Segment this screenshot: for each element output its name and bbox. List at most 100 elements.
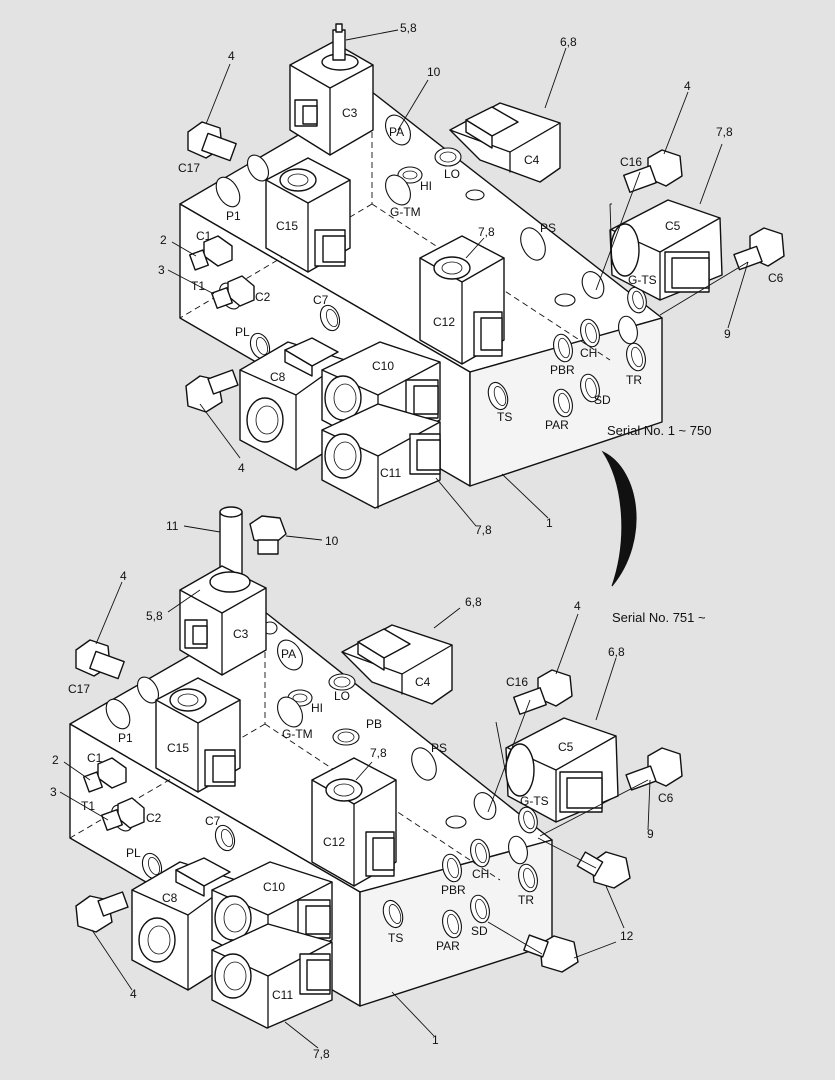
lower-label-TR: TR bbox=[518, 893, 534, 907]
lower-assembly: C3 PA C4 C17 LO HI C16 P1 C15 G-TM PB PS… bbox=[50, 506, 683, 1061]
upper-label-C7: C7 bbox=[313, 293, 329, 307]
upper-label-C4: C4 bbox=[524, 153, 540, 167]
upper-label-C3: C3 bbox=[342, 106, 358, 120]
upper-label-SD: SD bbox=[594, 393, 611, 407]
lower-label-C16: C16 bbox=[506, 675, 528, 689]
serial-label-lower: Serial No. 751 ~ bbox=[612, 610, 706, 625]
lower-callout-7-8-c11: 7,8 bbox=[313, 1047, 330, 1061]
lower-label-C12: C12 bbox=[323, 835, 345, 849]
upper-label-T1: T1 bbox=[191, 279, 205, 293]
lower-label-LO: LO bbox=[334, 689, 350, 703]
upper-label-C10: C10 bbox=[372, 359, 394, 373]
lower-callout-6-8-c5: 6,8 bbox=[608, 645, 625, 659]
upper-label-C8: C8 bbox=[270, 370, 286, 384]
lower-label-C15: C15 bbox=[167, 741, 189, 755]
upper-label-LO: LO bbox=[444, 167, 460, 181]
upper-label-PL: PL bbox=[235, 325, 250, 339]
lower-c8-block bbox=[131, 857, 237, 991]
upper-label-HI: HI bbox=[420, 179, 432, 193]
lower-label-G-TS: G-TS bbox=[520, 794, 549, 808]
lower-plug-10 bbox=[249, 515, 287, 555]
upper-c16-plug bbox=[623, 149, 683, 193]
crescent-arrow bbox=[601, 450, 637, 587]
lower-label-C11: C11 bbox=[272, 988, 293, 1002]
lower-label-C7: C7 bbox=[205, 814, 221, 828]
upper-callout-2: 2 bbox=[160, 233, 167, 247]
upper-label-C1: C1 bbox=[196, 229, 212, 243]
lower-side-ports bbox=[442, 806, 538, 939]
lower-label-C2: C2 bbox=[146, 811, 162, 825]
lower-c2-fitting bbox=[101, 797, 145, 831]
upper-label-C15: C15 bbox=[276, 219, 298, 233]
upper-callout-7-8-c5: 7,8 bbox=[716, 125, 733, 139]
lower-label-SD: SD bbox=[471, 924, 488, 938]
lower-front-ports bbox=[141, 824, 404, 929]
lower-callout-4-bottom: 4 bbox=[130, 987, 137, 1001]
upper-leader-lines bbox=[167, 29, 749, 527]
upper-label-TR: TR bbox=[626, 373, 642, 387]
upper-label-CH: CH bbox=[580, 346, 597, 360]
upper-callout-7-8-c12: 7,8 bbox=[478, 225, 495, 239]
lower-c5-solenoid bbox=[505, 717, 619, 823]
lower-leader-lines bbox=[59, 525, 651, 1049]
lower-callout-4-left: 4 bbox=[120, 569, 127, 583]
lower-label-C10: C10 bbox=[263, 880, 285, 894]
lower-plug-12-lower bbox=[523, 934, 579, 973]
lower-label-HI: HI bbox=[311, 701, 323, 715]
lower-c1-fitting bbox=[82, 757, 127, 793]
upper-label-C6: C6 bbox=[768, 271, 784, 285]
upper-label-C2: C2 bbox=[255, 290, 271, 304]
lower-plug-lower-left bbox=[75, 891, 129, 933]
upper-c6-plug bbox=[733, 227, 785, 271]
upper-c5-solenoid bbox=[609, 199, 723, 301]
upper-callout-3: 3 bbox=[158, 263, 165, 277]
lower-c4-solenoid bbox=[341, 624, 453, 705]
upper-label-PA: PA bbox=[389, 125, 404, 139]
lower-plug-12-upper bbox=[576, 851, 631, 889]
lower-c11-block bbox=[211, 923, 333, 1029]
lower-label-C1: C1 bbox=[87, 751, 103, 765]
lower-label-G-TM: G-TM bbox=[282, 727, 313, 741]
upper-side-ports bbox=[553, 286, 647, 418]
upper-front-ports bbox=[249, 304, 509, 411]
upper-label-G-TM: G-TM bbox=[390, 205, 421, 219]
upper-callout-5-8: 5,8 bbox=[400, 21, 417, 35]
upper-label-C12: C12 bbox=[433, 315, 455, 329]
serial-label-upper: Serial No. 1 ~ 750 bbox=[607, 423, 711, 438]
lower-label-C6: C6 bbox=[658, 791, 674, 805]
upper-callout-4-left: 4 bbox=[228, 49, 235, 63]
lower-callout-10: 10 bbox=[325, 534, 339, 548]
lower-label-C3: C3 bbox=[233, 627, 249, 641]
lower-label-C17: C17 bbox=[68, 682, 90, 696]
lower-label-T1: T1 bbox=[81, 799, 95, 813]
lower-label-PA: PA bbox=[281, 647, 296, 661]
lower-c6-plug bbox=[625, 747, 683, 791]
upper-c8-block bbox=[239, 337, 346, 471]
upper-label-C11: C11 bbox=[380, 466, 401, 480]
upper-label-P1: P1 bbox=[226, 209, 241, 223]
upper-callout-6-8: 6,8 bbox=[560, 35, 577, 49]
lower-callout-12: 12 bbox=[620, 929, 634, 943]
upper-label-PS: PS bbox=[540, 221, 556, 235]
upper-c17-plug bbox=[187, 121, 237, 162]
upper-c15-solenoid bbox=[265, 157, 351, 273]
upper-callout-10: 10 bbox=[427, 65, 441, 79]
lower-callout-11: 11 bbox=[166, 519, 179, 533]
upper-label-PBR: PBR bbox=[550, 363, 575, 377]
lower-label-C4: C4 bbox=[415, 675, 431, 689]
upper-label-C16: C16 bbox=[620, 155, 642, 169]
upper-c2-fitting bbox=[211, 275, 255, 309]
lower-callout-3: 3 bbox=[50, 785, 57, 799]
lower-label-C8: C8 bbox=[162, 891, 178, 905]
lower-callout-1: 1 bbox=[432, 1033, 439, 1047]
upper-label-C5: C5 bbox=[665, 219, 681, 233]
upper-plug-lower-left bbox=[185, 369, 239, 413]
lower-c15-solenoid bbox=[155, 677, 241, 793]
lower-port-labels: C3 PA C4 C17 LO HI C16 P1 C15 G-TM PB PS… bbox=[68, 627, 674, 1002]
upper-assembly: C3 PA C4 C17 LO HI C16 P1 C15 G-TM PS C5… bbox=[158, 21, 785, 537]
upper-c3-solenoid bbox=[289, 23, 374, 156]
lower-label-C5: C5 bbox=[558, 740, 574, 754]
lower-c3-solenoid bbox=[179, 565, 267, 676]
